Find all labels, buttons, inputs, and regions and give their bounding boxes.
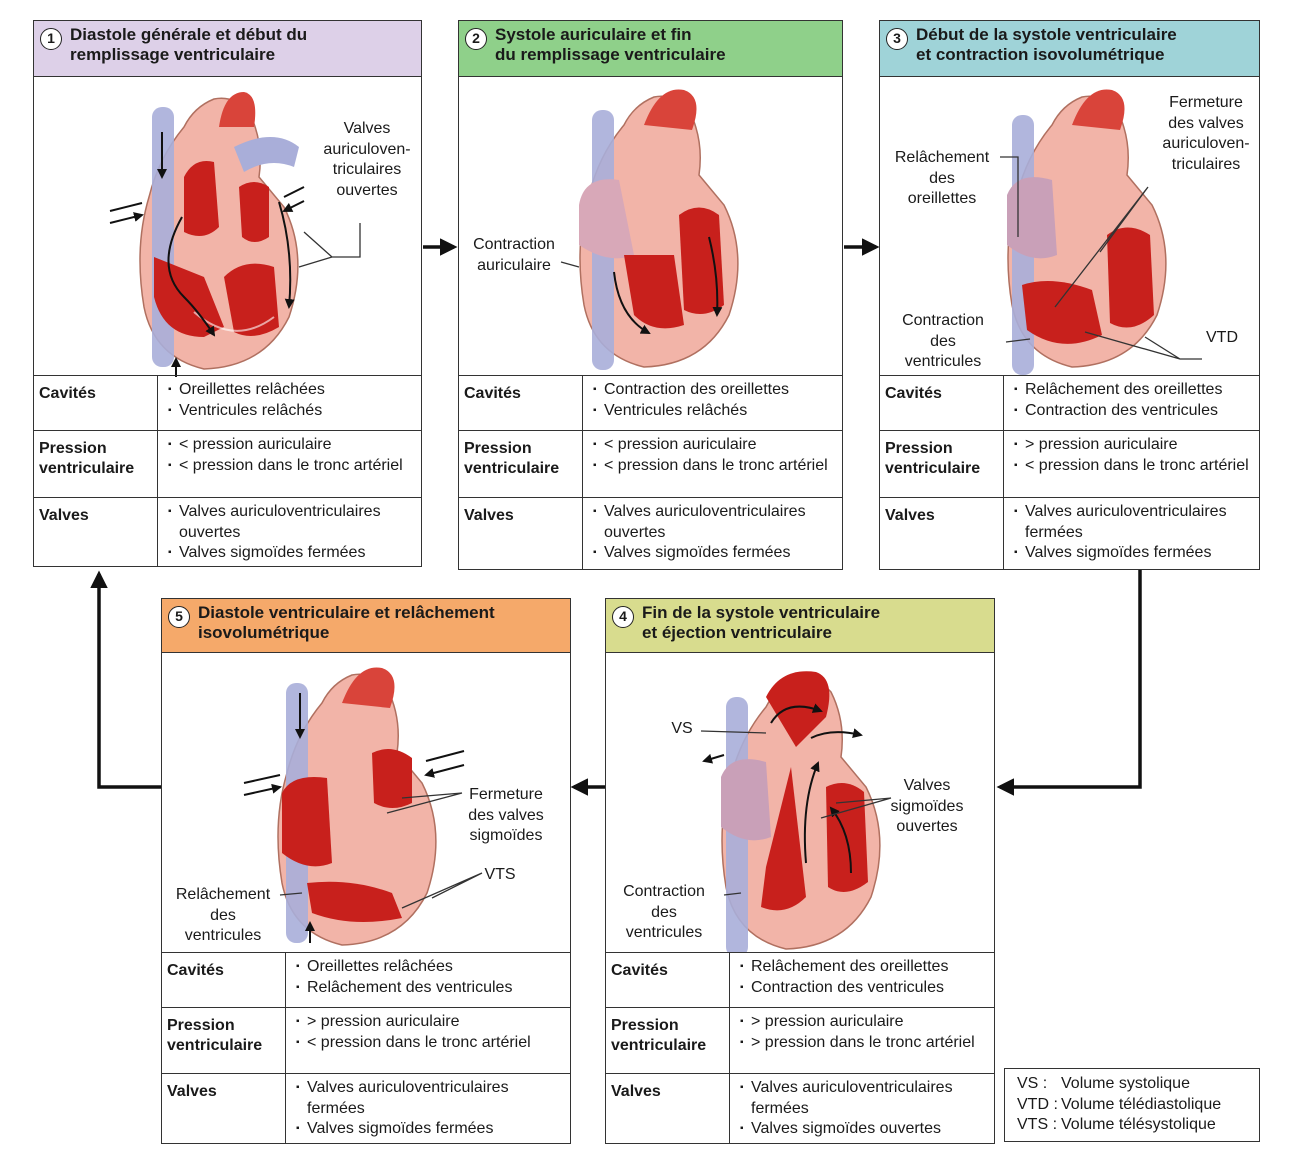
panel-5-header: 5 Diastole ventriculaire et relâchement … <box>162 599 570 653</box>
panel-2-title-line1: Systole auriculaire et fin <box>495 25 692 44</box>
panel-1-title-line1: Diastole générale et début du <box>70 25 308 44</box>
label-vs: VS <box>671 720 693 737</box>
panel-5-title-line2: isovolumétrique <box>198 623 330 642</box>
panel-1: 1 Diastole générale et début du rempliss… <box>33 20 422 567</box>
panel-1-title-line2: remplissage ventriculaire <box>70 45 276 64</box>
panel-4-title-line1: Fin de la systole ventriculaire <box>642 603 881 622</box>
row-cavites: Cavités Oreillettes relâchéesVentricules… <box>34 375 421 430</box>
panel-4: 4 Fin de la systole ventriculaire et éje… <box>605 598 995 1144</box>
row-valves: Valves Valves auriculoventriculaires ouv… <box>34 497 421 566</box>
legend-item-vs: VS :Volume systolique <box>1017 1075 1190 1092</box>
panel-2-table: Cavités Contraction des oreillettesVentr… <box>459 375 842 569</box>
abbreviation-legend: VS :Volume systolique VTD :Volume télédi… <box>1004 1068 1260 1142</box>
label-vts: VTS <box>484 866 516 883</box>
panel-4-title-line2: et éjection ventriculaire <box>642 623 832 642</box>
row-valves: Valves Valves auriculoventriculaires fer… <box>606 1073 994 1143</box>
panel-4-header: 4 Fin de la systole ventriculaire et éje… <box>606 599 994 653</box>
step-number: 5 <box>168 606 190 628</box>
arrow-3-to-4 <box>996 570 1142 796</box>
panel-3: 3 Début de la systole ventriculaire et c… <box>879 20 1260 570</box>
row-cavites: Cavités Relâchement des oreillettesContr… <box>880 375 1259 430</box>
panel-1-header: 1 Diastole générale et début du rempliss… <box>34 21 421 77</box>
row-valves: Valves Valves auriculoventriculaires ouv… <box>459 497 842 569</box>
row-valves: Valves Valves auriculoventriculaires fer… <box>162 1073 570 1143</box>
row-cavites: Cavités Contraction des oreillettesVentr… <box>459 375 842 430</box>
panel-2-title-line2: du remplissage ventriculaire <box>495 45 726 64</box>
row-cavites: Cavités Relâchement des oreillettesContr… <box>606 952 994 1007</box>
heart-drawing <box>721 671 881 953</box>
heart-drawing <box>579 89 739 370</box>
heart-drawing <box>277 667 437 946</box>
label-vtd: VTD <box>1206 329 1238 346</box>
panel-2-header: 2 Systole auriculaire et fin du rempliss… <box>459 21 842 77</box>
arrow-5-to-1 <box>90 570 161 789</box>
panel-5: 5 Diastole ventriculaire et relâchement … <box>161 598 571 1144</box>
heart-drawing <box>139 92 299 370</box>
panel-3-title-line2: et contraction isovolumétrique <box>916 45 1165 64</box>
legend-item-vts: VTS :Volume télésystolique <box>1017 1116 1216 1133</box>
legend-item-vtd: VTD :Volume télédiastolique <box>1017 1095 1222 1113</box>
step-number: 2 <box>465 28 487 50</box>
step-number: 3 <box>886 28 908 50</box>
panel-1-table: Cavités Oreillettes relâchéesVentricules… <box>34 375 421 566</box>
panel-3-header: 3 Début de la systole ventriculaire et c… <box>880 21 1259 77</box>
panel-5-table: Cavités Oreillettes relâchéesRelâchement… <box>162 952 570 1143</box>
step-number: 1 <box>40 28 62 50</box>
panel-4-table: Cavités Relâchement des oreillettesContr… <box>606 952 994 1143</box>
panel-5-title-line1: Diastole ventriculaire et relâchement <box>198 603 495 622</box>
row-cavites: Cavités Oreillettes relâchéesRelâchement… <box>162 952 570 1007</box>
panel-3-title-line1: Début de la systole ventriculaire <box>916 25 1177 44</box>
step-number: 4 <box>612 606 634 628</box>
row-valves: Valves Valves auriculoventriculaires fer… <box>880 497 1259 569</box>
panel-2: 2 Systole auriculaire et fin du rempliss… <box>458 20 843 570</box>
panel-3-table: Cavités Relâchement des oreillettesContr… <box>880 375 1259 569</box>
heart-drawing <box>1007 89 1167 375</box>
